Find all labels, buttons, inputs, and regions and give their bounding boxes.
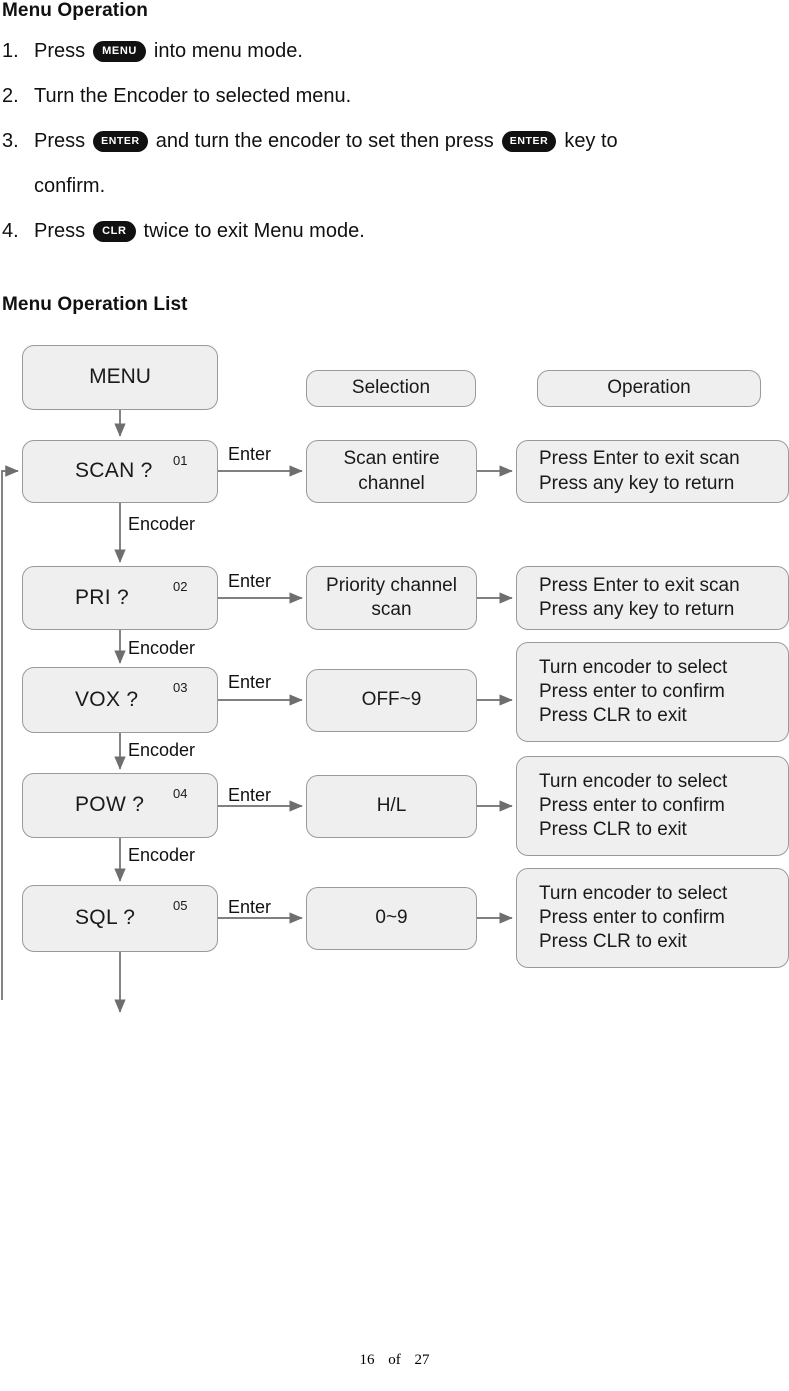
- step-item-3: 3. Press ENTER and turn the encoder to s…: [2, 130, 618, 153]
- selection-node-sql[interactable]: 0~9: [306, 887, 477, 950]
- page-footer: 16 of 27: [0, 1352, 789, 1369]
- operation-line: Press CLR to exit: [539, 931, 687, 953]
- step-text-wrap: confirm.: [34, 175, 106, 197]
- selection-line: channel: [358, 472, 425, 494]
- enter-key-icon: ENTER: [93, 131, 148, 152]
- step-number: 2.: [2, 85, 19, 107]
- menu-node-code: 01: [173, 453, 188, 468]
- step-text-post: twice to exit Menu mode.: [143, 220, 365, 242]
- selection-node-vox[interactable]: OFF~9: [306, 669, 477, 732]
- menu-node-label: SQL ?: [75, 906, 136, 930]
- selection-line: 0~9: [375, 907, 408, 929]
- page-title-menu-operation: Menu Operation: [2, 0, 149, 21]
- step-item-3-continuation: confirm.: [34, 175, 105, 198]
- menu-node-code: 02: [173, 579, 188, 594]
- flow-header-operation-label: Operation: [607, 377, 691, 399]
- step-number: 3.: [2, 130, 19, 152]
- page-title-menu-operation-list: Menu Operation List: [2, 294, 188, 315]
- operation-node-sql[interactable]: Turn encoder to select Press enter to co…: [516, 868, 789, 968]
- selection-node-scan[interactable]: Scan entire channel: [306, 440, 477, 503]
- selection-line: H/L: [376, 795, 407, 817]
- operation-line: Press enter to confirm: [539, 906, 725, 928]
- edge-label-enter-2: Enter: [228, 571, 272, 591]
- edge-label-enter-4: Enter: [228, 785, 272, 805]
- selection-node-pri[interactable]: Priority channel scan: [306, 566, 477, 630]
- footer-page-number: 16: [359, 1352, 375, 1368]
- operation-line: Press enter to confirm: [539, 794, 725, 816]
- menu-node-code: 04: [173, 786, 188, 801]
- operation-line: Press Enter to exit scan: [539, 448, 740, 470]
- menu-node-pri[interactable]: PRI ? 02: [22, 566, 218, 630]
- edge-label-enter-5: Enter: [228, 897, 272, 917]
- step-text-pre: Press: [34, 130, 86, 152]
- edge-label-encoder-3: Encoder: [128, 740, 196, 760]
- flow-header-menu-label: MENU: [89, 365, 151, 389]
- menu-node-pow[interactable]: POW ? 04: [22, 773, 218, 838]
- operation-node-pow[interactable]: Turn encoder to select Press enter to co…: [516, 756, 789, 856]
- step-text-mid: and turn the encoder to set then press: [155, 130, 494, 152]
- step-text-post: key to: [564, 130, 618, 152]
- operation-node-vox[interactable]: Turn encoder to select Press enter to co…: [516, 642, 789, 742]
- selection-line: OFF~9: [361, 689, 422, 711]
- footer-total-pages: 27: [414, 1352, 430, 1368]
- step-item-1: 1. Press MENU into menu mode.: [2, 40, 303, 63]
- selection-line: scan: [371, 599, 412, 620]
- operation-line: Press any key to return: [539, 599, 735, 620]
- edge-label-encoder-4: Encoder: [128, 845, 196, 865]
- operation-line: Press CLR to exit: [539, 819, 687, 841]
- menu-node-code: 03: [173, 680, 188, 695]
- operation-line: Press Enter to exit scan: [539, 574, 740, 596]
- step-text-post: into menu mode.: [153, 40, 303, 62]
- step-text-pre: Press: [34, 40, 86, 62]
- menu-key-icon: MENU: [93, 41, 146, 62]
- flow-header-selection[interactable]: Selection: [306, 370, 476, 407]
- selection-line: Scan entire: [343, 448, 440, 470]
- menu-node-code: 05: [173, 898, 188, 913]
- edge-label-enter-1: Enter: [228, 444, 272, 464]
- edge-label-encoder-2: Encoder: [128, 638, 196, 658]
- edge-label-enter-3: Enter: [228, 672, 272, 692]
- menu-node-vox[interactable]: VOX ? 03: [22, 667, 218, 733]
- operation-line: Press any key to return: [539, 472, 735, 494]
- flow-header-selection-label: Selection: [351, 377, 431, 399]
- enter-key-icon-2: ENTER: [501, 131, 557, 152]
- menu-node-label: PRI ?: [75, 585, 130, 609]
- menu-node-label: VOX ?: [75, 687, 139, 711]
- menu-node-sql[interactable]: SQL ? 05: [22, 885, 218, 952]
- selection-line: Priority channel: [326, 574, 457, 596]
- operation-node-pri[interactable]: Press Enter to exit scan Press any key t…: [516, 566, 789, 630]
- step-item-2: 2. Turn the Encoder to selected menu.: [2, 85, 351, 108]
- step-number: 1.: [2, 40, 19, 62]
- operation-line: Press enter to confirm: [539, 680, 725, 702]
- clr-key-icon: CLR: [93, 221, 136, 242]
- step-item-4: 4. Press CLR twice to exit Menu mode.: [2, 220, 365, 243]
- operation-line: Turn encoder to select: [539, 656, 728, 678]
- flow-header-operation[interactable]: Operation: [537, 370, 761, 407]
- operation-line: Press CLR to exit: [539, 705, 687, 727]
- operation-line: Turn encoder to select: [539, 882, 728, 904]
- menu-node-scan[interactable]: SCAN ? 01: [22, 440, 218, 503]
- operation-node-scan[interactable]: Press Enter to exit scan Press any key t…: [516, 440, 789, 503]
- edge-label-encoder-1: Encoder: [128, 514, 196, 534]
- footer-of-label: of: [388, 1352, 401, 1368]
- operation-line: Turn encoder to select: [539, 770, 728, 792]
- flow-header-menu[interactable]: MENU: [22, 345, 218, 410]
- step-text-pre: Press: [34, 220, 86, 242]
- selection-node-pow[interactable]: H/L: [306, 775, 477, 838]
- step-number: 4.: [2, 220, 19, 242]
- menu-node-label: POW ?: [75, 793, 145, 817]
- step-text-pre: Turn the Encoder to selected menu.: [34, 85, 352, 107]
- menu-node-label: SCAN ?: [75, 459, 153, 483]
